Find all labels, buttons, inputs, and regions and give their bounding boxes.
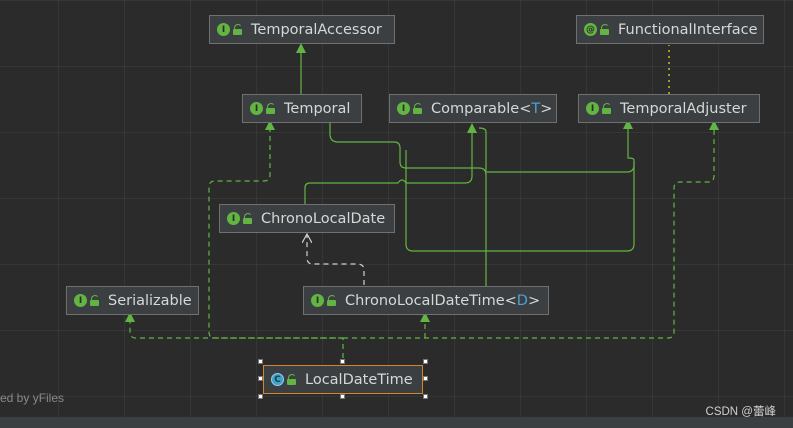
resize-handle-top-left[interactable] <box>258 359 263 364</box>
node-chronolocaldate[interactable]: I ChronoLocalDate <box>219 204 395 233</box>
node-label: LocalDateTime <box>305 371 413 388</box>
lock-icon <box>243 213 253 224</box>
node-serializable[interactable]: I Serializable <box>66 286 199 315</box>
edge-chronolocaldatetime-temporal[interactable] <box>329 122 487 286</box>
node-label: ChronoLocalDate <box>261 210 386 227</box>
node-label: Temporal <box>284 100 351 117</box>
interface-icon: I <box>397 102 410 115</box>
resize-handle-right[interactable] <box>423 376 428 381</box>
edge-chronolocaldatetime-chronolocaldate[interactable] <box>307 234 365 285</box>
class-icon: C <box>271 373 284 386</box>
resize-handle-bottom-left[interactable] <box>258 394 263 399</box>
csdn-credit: CSDN @蕾峰 <box>705 406 776 418</box>
resize-handle-bottom[interactable] <box>340 394 345 399</box>
interface-icon: I <box>217 23 230 36</box>
node-temporal[interactable]: I Temporal <box>242 94 362 123</box>
lock-icon <box>327 295 337 306</box>
edge-localdatetime-serializable[interactable] <box>125 312 343 339</box>
resize-handle-left[interactable] <box>258 376 263 381</box>
resize-handle-top[interactable] <box>340 359 345 364</box>
interface-icon: I <box>250 102 263 115</box>
resize-handle-bottom-right[interactable] <box>423 394 428 399</box>
type-parameter: T <box>531 100 541 117</box>
edge-localdatetime-temporal[interactable] <box>208 120 344 358</box>
yfiles-watermark: ed by yFiles <box>0 391 65 405</box>
edge-chronolocaldatetime-comparable[interactable] <box>478 127 487 175</box>
node-label: TemporalAccessor <box>251 21 382 38</box>
interface-icon: I <box>311 294 324 307</box>
annotation-icon: @ <box>584 23 597 36</box>
node-label-suffix: > <box>540 100 553 117</box>
node-label: Serializable <box>108 292 192 309</box>
node-temporalaccessor[interactable]: I TemporalAccessor <box>209 15 395 44</box>
type-parameter: D <box>516 292 528 309</box>
interface-icon: I <box>586 102 599 115</box>
node-label: Comparable< <box>431 100 532 117</box>
lock-icon <box>233 24 243 35</box>
interface-icon: I <box>74 294 87 307</box>
lock-icon <box>413 103 423 114</box>
edge-chronolocaldatetime-temporaladjuster[interactable] <box>405 150 635 252</box>
lock-icon <box>90 295 100 306</box>
node-label-suffix: > <box>527 292 541 309</box>
edge-chronolocaldate-temporaladjuster[interactable] <box>487 119 635 173</box>
bottom-bar <box>0 417 793 428</box>
interface-icon: I <box>227 212 240 225</box>
node-chronolocaldatetime[interactable]: I ChronoLocalDateTime<D> <box>303 286 549 315</box>
resize-handle-top-right[interactable] <box>423 359 428 364</box>
lock-icon <box>266 103 276 114</box>
node-comparable[interactable]: I Comparable<T> <box>389 94 557 123</box>
node-localdatetime[interactable]: C LocalDateTime <box>263 365 423 394</box>
lock-icon <box>602 103 612 114</box>
lock-icon <box>287 374 297 385</box>
edge-chronolocaldate-temporal[interactable] <box>304 123 477 204</box>
node-label: ChronoLocalDateTime< <box>345 292 517 309</box>
lock-icon <box>600 24 610 35</box>
node-functionalinterface[interactable]: @ FunctionalInterface <box>576 15 764 44</box>
node-label: TemporalAdjuster <box>620 100 747 117</box>
node-label: FunctionalInterface <box>618 21 758 38</box>
node-temporaladjuster[interactable]: I TemporalAdjuster <box>578 94 760 123</box>
